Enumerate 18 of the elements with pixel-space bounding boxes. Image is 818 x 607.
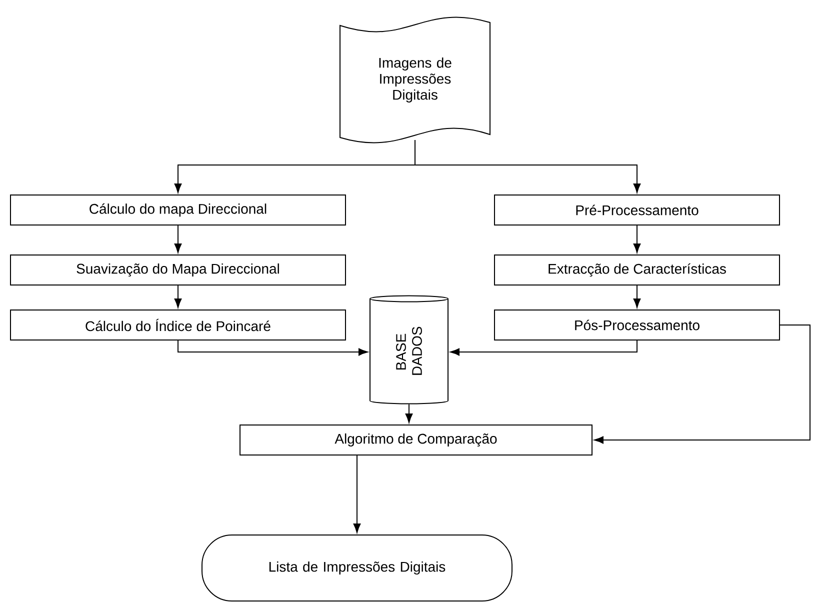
- process-box: Extracção de Características: [494, 254, 780, 286]
- arrow: [353, 455, 361, 533]
- database-cylinder: BASE DADOS: [370, 295, 448, 404]
- arrow: [174, 225, 182, 253]
- arrow: [633, 285, 641, 308]
- process-box: Algoritmo de Comparação: [240, 424, 592, 456]
- process-box: Suavização do Mapa Direccional: [10, 254, 346, 286]
- arrow: [414, 140, 641, 193]
- process-box: Pós-Processamento: [494, 310, 780, 340]
- arrow: [174, 285, 182, 308]
- arrow: [178, 340, 368, 356]
- process-box: Pré-Processamento: [494, 194, 780, 226]
- arrow: [594, 324, 811, 444]
- arrow: [405, 404, 413, 423]
- arrow: [633, 225, 641, 253]
- process-box: Cálculo do Índice de Poincaré: [10, 310, 346, 340]
- arrow: [450, 340, 638, 356]
- process-box: Cálculo do mapa Direccional: [10, 194, 346, 226]
